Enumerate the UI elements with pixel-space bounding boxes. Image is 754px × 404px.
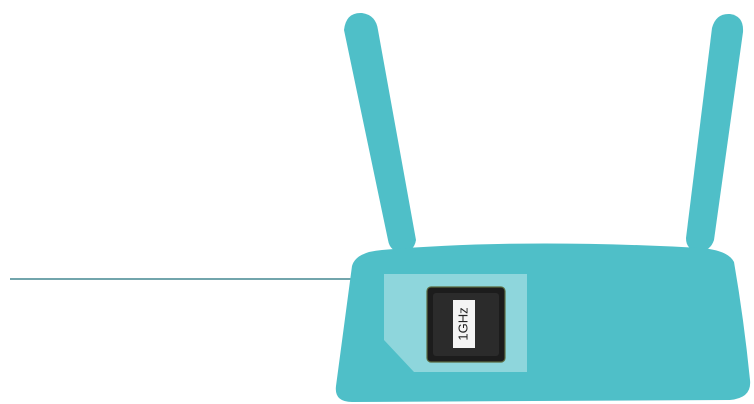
chip-label: 1GHz [455, 307, 470, 340]
antenna-left-icon [344, 13, 416, 252]
antenna-right-icon [686, 14, 743, 251]
processor-chip-icon: 1GHz [427, 287, 505, 362]
